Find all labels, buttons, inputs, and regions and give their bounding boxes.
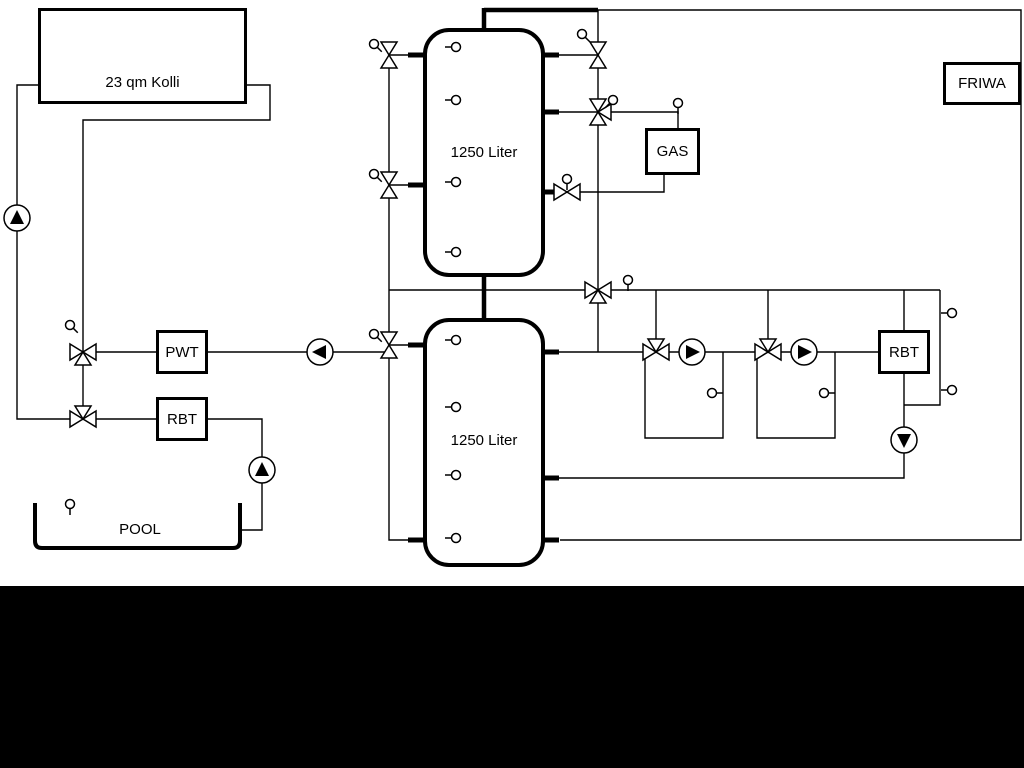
temp-sensor-header-icon [622,274,634,292]
buffer-tank-lower-label: 1250 Liter [450,432,518,449]
bottom-black-bar [0,586,1024,768]
temp-sensor-pool-icon [64,498,76,516]
pool-basin [33,503,242,550]
pipe-collector-flow [82,84,271,352]
temp-sensor-charge-top-icon [366,36,386,56]
rbt-right-label: RBT [889,343,919,361]
pump-circuit1-icon [678,338,706,366]
pump-rbt-icon [890,426,918,454]
pump-charge-icon [306,338,334,366]
temp-sensor-solar-flow-icon [62,317,82,337]
buffer-tank-upper-label: 1250 Liter [450,144,518,161]
pipe-friwa-loop [560,9,1022,541]
friwa-box: FRIWA [943,62,1021,105]
pump-circuit2-icon [790,338,818,366]
temp-sensor-rbt-bottom-icon [940,384,958,396]
friwa-label: FRIWA [958,75,1006,92]
rbt-right-box: RBT [878,330,930,374]
circuit2-mixing-valve-icon [754,338,782,361]
temp-sensor-charge-low-icon [366,326,386,346]
pump-solar-icon [3,204,31,232]
three-way-valve-pool-lower-icon [69,405,97,428]
temp-sensor-circuit1-icon [706,387,724,399]
temp-sensor-circuit2-icon [818,387,836,399]
pipe-gas-return [543,175,665,193]
solar-collector-label: 23 qm Kolli [105,74,180,91]
temp-sensor-rbt-top-icon [940,307,958,319]
pipe-circuit1-loop [644,352,724,439]
pipe-rbt-right-return [543,374,905,479]
pipe-rbt-bypass [904,290,941,406]
pump-pool-icon [248,456,276,484]
temp-sensor-gas-return-icon [561,173,573,191]
solar-collector-box: 23 qm Kolli [38,8,247,104]
pool-label: POOL [119,521,161,538]
diagram-canvas [3,7,1022,567]
rbt-left-box: RBT [156,397,208,441]
gas-boiler-box: GAS [645,128,700,175]
pipe-circuit2-loop [756,352,836,439]
temp-sensor-charge-mid-icon [366,166,386,186]
rbt-left-label: RBT [167,410,197,428]
gas-boiler-label: GAS [656,143,689,160]
pipe-charge-main-vertical [388,43,426,541]
pipe-collector-return [16,84,156,420]
pwt-label: PWT [165,343,199,361]
pwt-heat-exchanger-box: PWT [156,330,208,374]
circuit1-mixing-valve-icon [642,338,670,361]
